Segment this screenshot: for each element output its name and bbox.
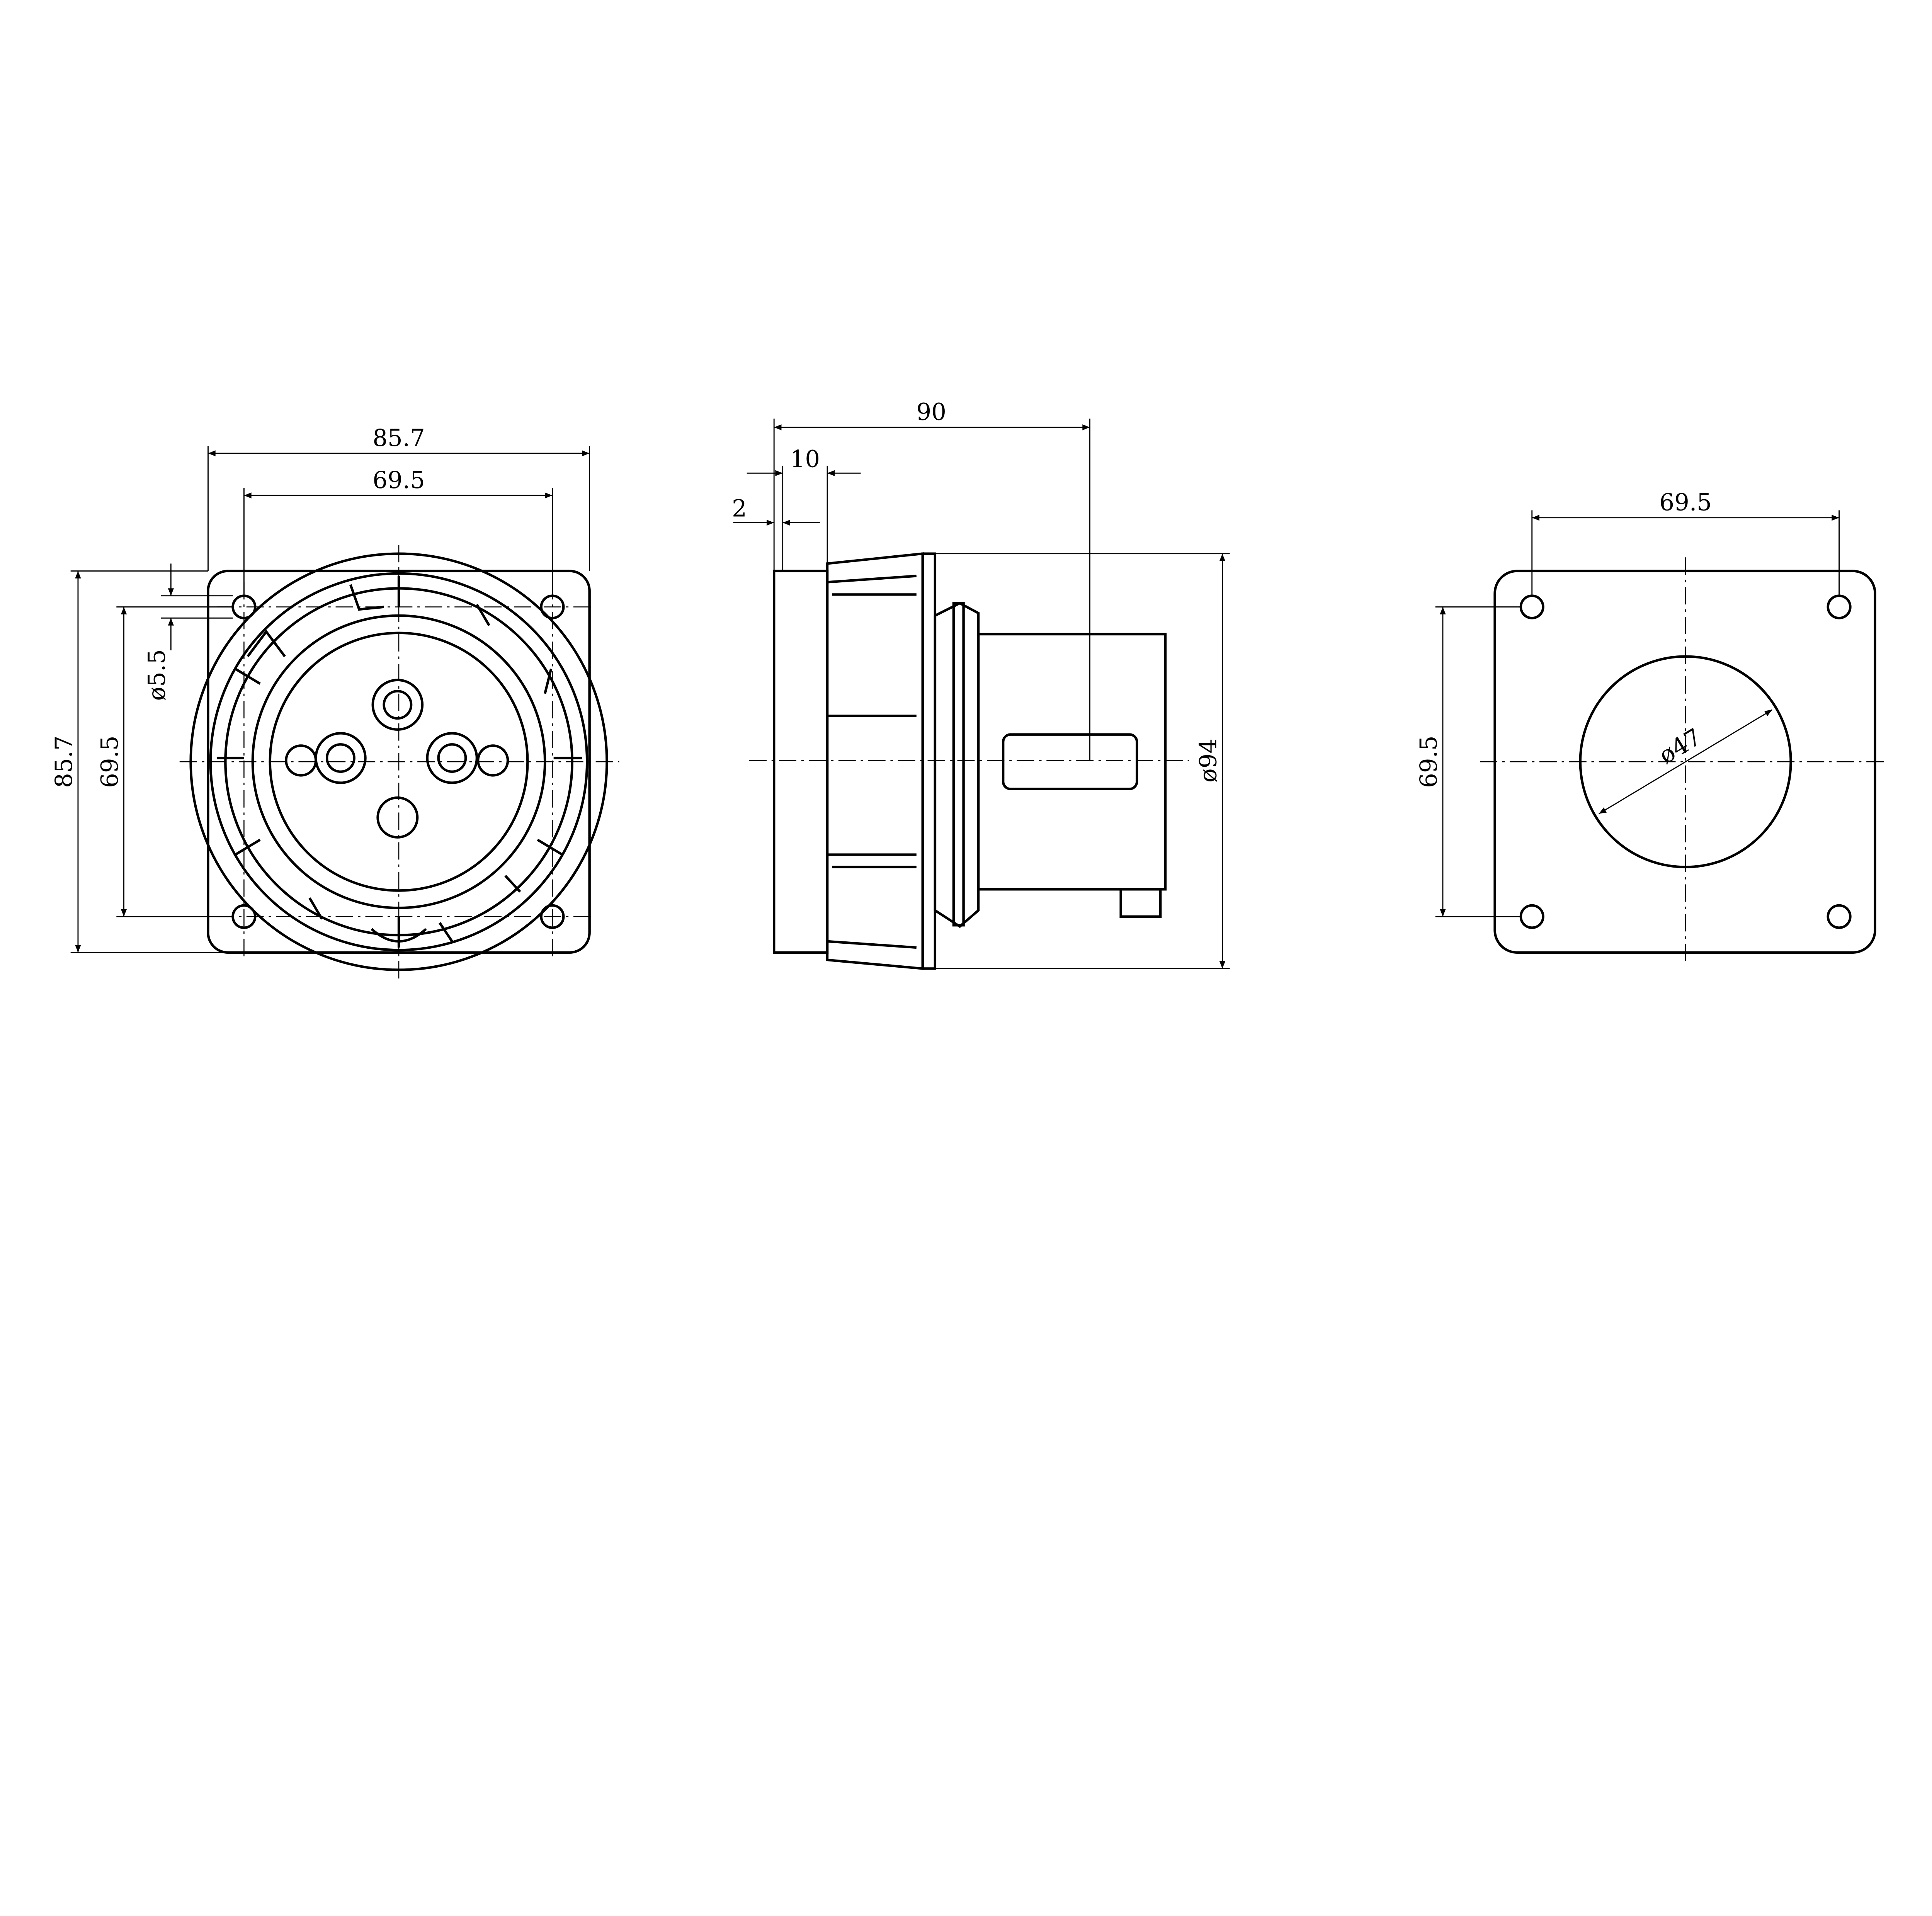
dim-flange-thickness: 2 — [732, 495, 747, 522]
cutout-mounting-holes — [1519, 594, 1852, 929]
dim-cutout-hole-spacing-v: 69.5 — [1415, 735, 1442, 788]
dim-front-width: 85.7 — [372, 424, 425, 452]
dim-depth-flange: 10 — [790, 445, 820, 473]
dim-front-hole-spacing-v: 69.5 — [96, 735, 123, 788]
dim-front-height: 85.7 — [50, 735, 78, 788]
pin-holes — [285, 679, 509, 839]
dim-front-hole-spacing-h: 69.5 — [372, 466, 425, 494]
dim-cutout-diameter: ø47 — [1654, 723, 1706, 769]
cutout-view: ø47 69.5 69.5 — [1415, 489, 1889, 966]
dim-hole-diameter: ø5.5 — [143, 649, 170, 701]
dim-body-diameter: ø94 — [1194, 738, 1222, 783]
side-view: 90 10 2 ø94 — [732, 398, 1230, 970]
dim-cutout-hole-spacing-h: 69.5 — [1659, 489, 1712, 516]
technical-drawing: 85.7 69.5 85.7 69.5 ø5.5 90 — [50, 398, 1889, 979]
dim-depth-total: 90 — [917, 398, 946, 426]
front-view: 85.7 69.5 85.7 69.5 ø5.5 — [50, 424, 619, 979]
